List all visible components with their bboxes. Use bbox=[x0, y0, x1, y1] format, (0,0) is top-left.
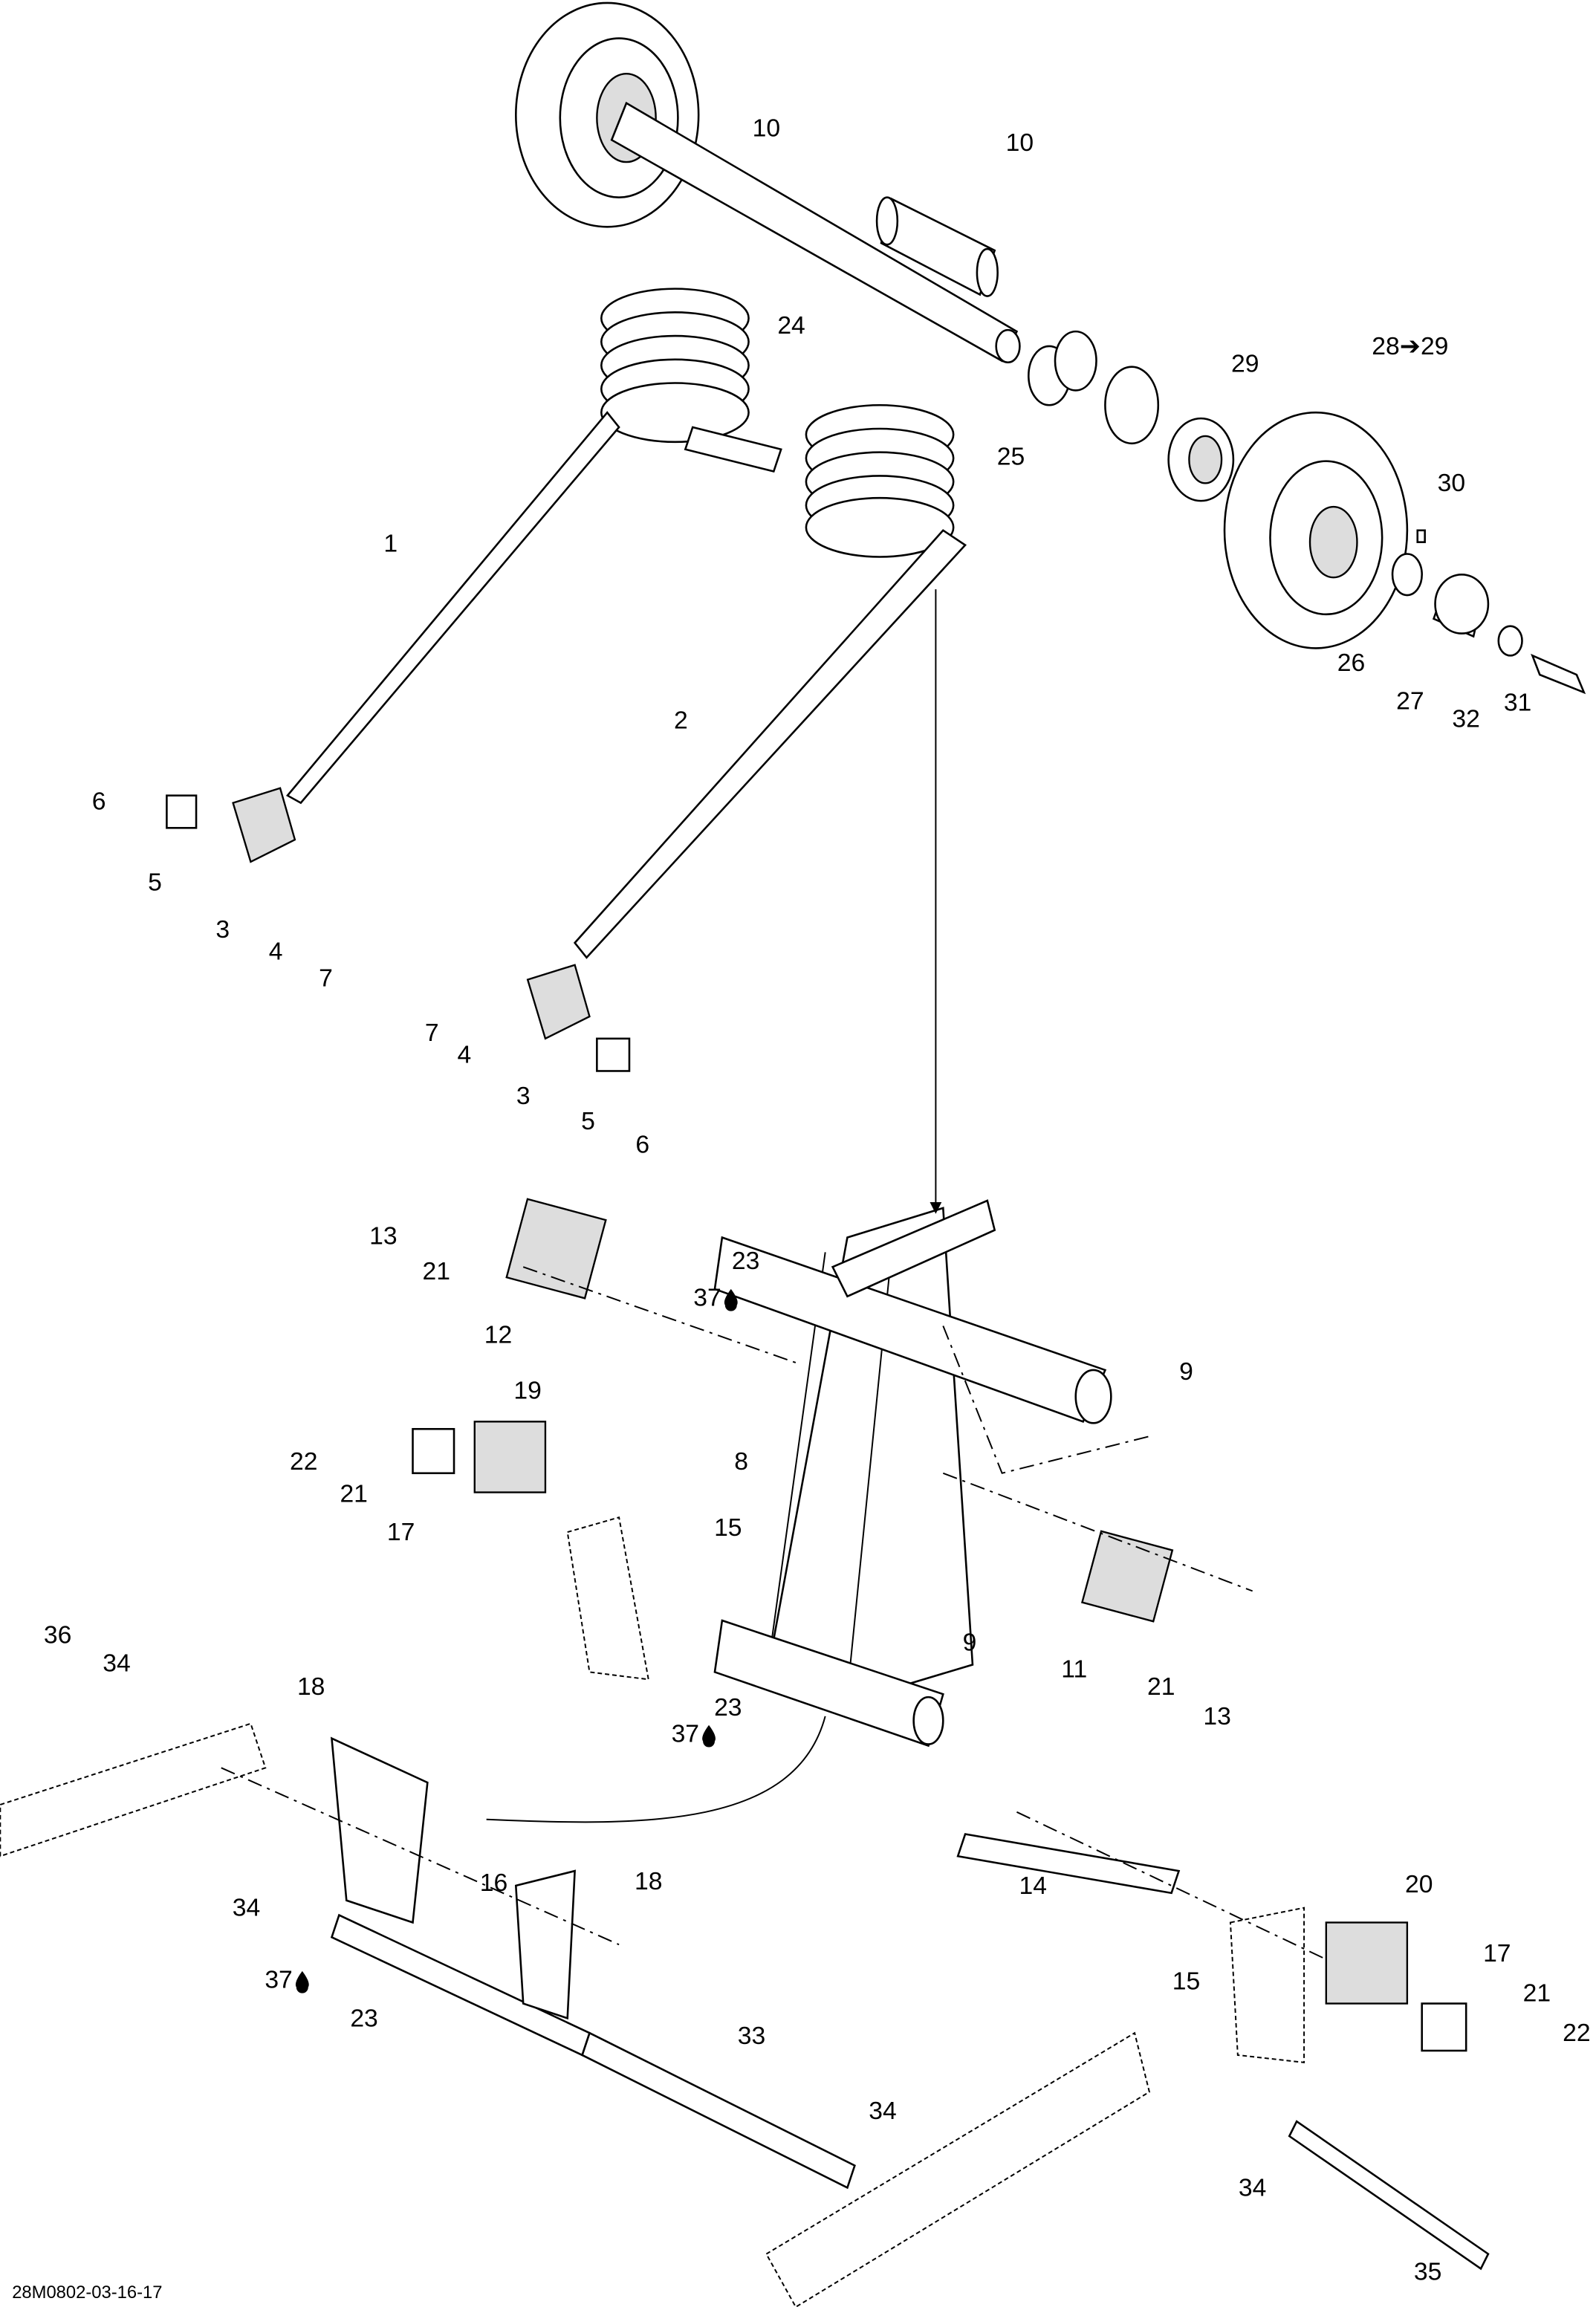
bolt-31 bbox=[1531, 653, 1586, 695]
callout-34: 34 bbox=[103, 1649, 130, 1677]
callout-3: 3 bbox=[215, 915, 230, 944]
callout-7: 7 bbox=[319, 964, 333, 992]
bearing bbox=[1167, 417, 1235, 502]
callout-37: 37 bbox=[672, 1720, 699, 1748]
callout-29: 29 bbox=[1231, 350, 1259, 378]
bracket-20 bbox=[1325, 1921, 1409, 2005]
pivot-block-11 bbox=[1080, 1530, 1174, 1623]
link-plate-left bbox=[330, 1736, 429, 1924]
callout-10: 10 bbox=[1006, 129, 1034, 157]
callout-35: 35 bbox=[1414, 2257, 1441, 2285]
callout-25: 25 bbox=[997, 443, 1025, 471]
callout-4: 4 bbox=[269, 938, 283, 966]
callout-13: 13 bbox=[369, 1221, 397, 1250]
callout-37: 37 bbox=[265, 1966, 292, 1994]
callout-34: 34 bbox=[233, 1894, 260, 1922]
callout-18: 18 bbox=[297, 1672, 325, 1701]
callout-2: 2 bbox=[674, 706, 688, 734]
callout-23: 23 bbox=[350, 2004, 377, 2032]
callout-22: 22 bbox=[1563, 2019, 1590, 2047]
callout-11: 11 bbox=[1061, 1655, 1087, 1683]
callout-21: 21 bbox=[340, 1479, 367, 1508]
link-plate-right bbox=[514, 1869, 576, 2020]
torsion-spring-right bbox=[573, 403, 967, 959]
spacer-25 bbox=[1028, 330, 1097, 406]
callout-7: 7 bbox=[425, 1019, 439, 1047]
callout-15: 15 bbox=[714, 1513, 742, 1542]
callout-37: 37 bbox=[693, 1284, 721, 1312]
shaft-35 bbox=[1288, 2120, 1490, 2271]
callout-5: 5 bbox=[148, 869, 162, 897]
callout-33: 33 bbox=[738, 2022, 765, 2050]
shaft-14 bbox=[956, 1833, 1181, 1895]
rail-left bbox=[0, 1722, 267, 1857]
shaft-33 bbox=[580, 2031, 856, 2190]
callout-3: 3 bbox=[516, 1082, 531, 1110]
torsion-spring-left bbox=[285, 288, 782, 805]
rear-arm bbox=[713, 1199, 1112, 1748]
sleeve bbox=[875, 196, 999, 297]
callout-21: 21 bbox=[1147, 1672, 1175, 1701]
bushing-17 bbox=[412, 1427, 455, 1475]
callout-26: 26 bbox=[1337, 649, 1365, 677]
oil-drop-icon bbox=[295, 1970, 309, 1993]
axle-shaft bbox=[610, 101, 1021, 364]
callout-34: 34 bbox=[869, 2097, 896, 2125]
callout-13: 13 bbox=[1203, 1702, 1230, 1730]
spacer-27 bbox=[1432, 573, 1490, 638]
rail-bracket-ghost-2 bbox=[1229, 1907, 1305, 2063]
idler-wheel-right bbox=[1223, 411, 1409, 649]
idler-wheel-top bbox=[515, 1, 700, 228]
callout-19: 19 bbox=[513, 1377, 541, 1405]
bracket-19 bbox=[473, 1421, 547, 1493]
spring-block-upper bbox=[232, 787, 296, 863]
bushing-5b bbox=[596, 1037, 631, 1072]
cross-shaft-16 bbox=[330, 1913, 591, 2057]
callout-23: 23 bbox=[732, 1247, 759, 1275]
callout-6: 6 bbox=[92, 788, 106, 816]
pin-30 bbox=[1416, 529, 1426, 543]
callout-14: 14 bbox=[1019, 1872, 1047, 1900]
callout-17: 17 bbox=[1483, 1939, 1511, 1967]
callout-5: 5 bbox=[581, 1107, 595, 1135]
oil-drop-icon bbox=[724, 1288, 738, 1311]
callout-21: 21 bbox=[422, 1257, 450, 1285]
callout-20: 20 bbox=[1405, 1870, 1433, 1898]
callout-4: 4 bbox=[458, 1041, 472, 1069]
washer-32 bbox=[1497, 625, 1523, 657]
callout-31: 31 bbox=[1504, 689, 1531, 717]
callout-36: 36 bbox=[44, 1621, 71, 1649]
callout-34: 34 bbox=[1239, 2173, 1266, 2201]
oil-drop-icon bbox=[702, 1724, 716, 1748]
callout-16: 16 bbox=[480, 1869, 507, 1897]
callout-32: 32 bbox=[1452, 704, 1479, 733]
callout-28-29: 28➔29 bbox=[1372, 332, 1448, 360]
callout-18: 18 bbox=[635, 1867, 662, 1895]
bushing-5 bbox=[166, 794, 198, 829]
bushing-17b bbox=[1421, 2002, 1467, 2052]
callout-12: 12 bbox=[484, 1320, 512, 1349]
circlip bbox=[1104, 366, 1160, 445]
callout-9: 9 bbox=[963, 1629, 977, 1657]
rail-bracket-ghost bbox=[566, 1516, 649, 1681]
callout-15: 15 bbox=[1172, 1967, 1200, 1996]
spring-block-lower bbox=[526, 964, 591, 1040]
callout-17: 17 bbox=[387, 1518, 415, 1546]
callout-24: 24 bbox=[777, 311, 805, 340]
callout-21: 21 bbox=[1523, 1979, 1551, 2008]
callout-8: 8 bbox=[734, 1447, 748, 1476]
callout-30: 30 bbox=[1438, 469, 1465, 497]
rail-right bbox=[765, 2031, 1151, 2307]
callout-9: 9 bbox=[1179, 1357, 1193, 1386]
callout-1: 1 bbox=[383, 530, 398, 558]
callout-23: 23 bbox=[714, 1693, 742, 1722]
washer-26 bbox=[1391, 553, 1423, 597]
callout-27: 27 bbox=[1396, 687, 1424, 716]
pivot-block-12 bbox=[505, 1198, 607, 1299]
callout-10: 10 bbox=[753, 114, 780, 142]
drawing-code: 28M0802-03-16-17 bbox=[12, 2282, 162, 2303]
callout-22: 22 bbox=[290, 1447, 317, 1476]
callout-6: 6 bbox=[635, 1130, 649, 1158]
